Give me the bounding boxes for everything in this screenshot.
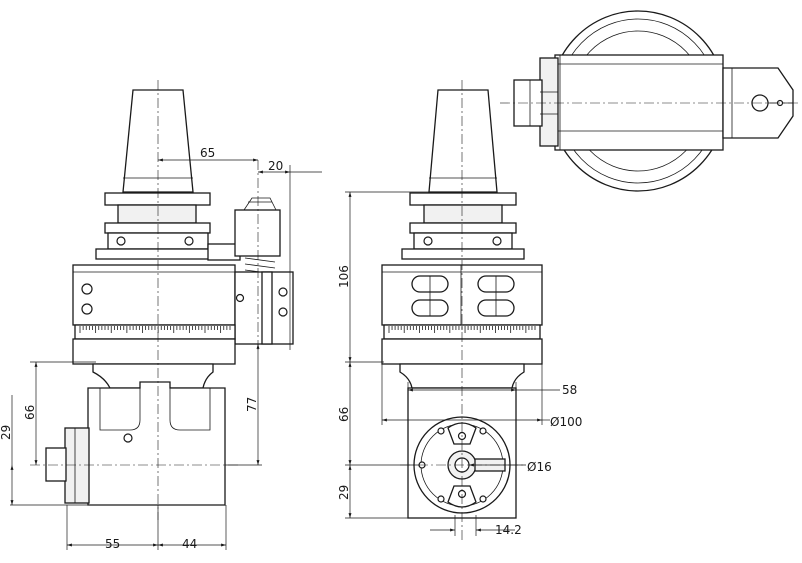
front-dimensions: 65 20 77 66 29 55 44 — [0, 146, 322, 551]
side-view — [381, 80, 543, 540]
top-view — [500, 10, 800, 192]
dim-29-left: 29 — [0, 425, 13, 440]
front-head-body — [72, 264, 236, 326]
dim-58: 58 — [562, 383, 577, 397]
dim-77: 77 — [245, 397, 259, 412]
dim-44: 44 — [182, 537, 197, 551]
side-taper-shank — [428, 89, 498, 193]
dim-d16: Ø16 — [527, 460, 552, 474]
dim-65: 65 — [200, 146, 215, 160]
front-lower-housing — [87, 381, 226, 506]
front-view — [30, 80, 294, 520]
dim-66-mid: 66 — [337, 407, 351, 422]
front-scale-ticks — [79, 326, 231, 333]
dim-14-2: 14.2 — [495, 523, 522, 537]
side-scale-ticks — [388, 326, 536, 333]
dim-20: 20 — [268, 159, 283, 173]
dim-55: 55 — [105, 537, 120, 551]
top-body-block — [554, 54, 724, 151]
dim-106: 106 — [337, 265, 351, 288]
dim-66-left: 66 — [23, 405, 37, 420]
side-dimensions: 106 66 29 58 Ø100 Ø16 14.2 — [337, 191, 582, 537]
dim-29-mid: 29 — [337, 485, 351, 500]
dim-d100: Ø100 — [550, 415, 582, 429]
